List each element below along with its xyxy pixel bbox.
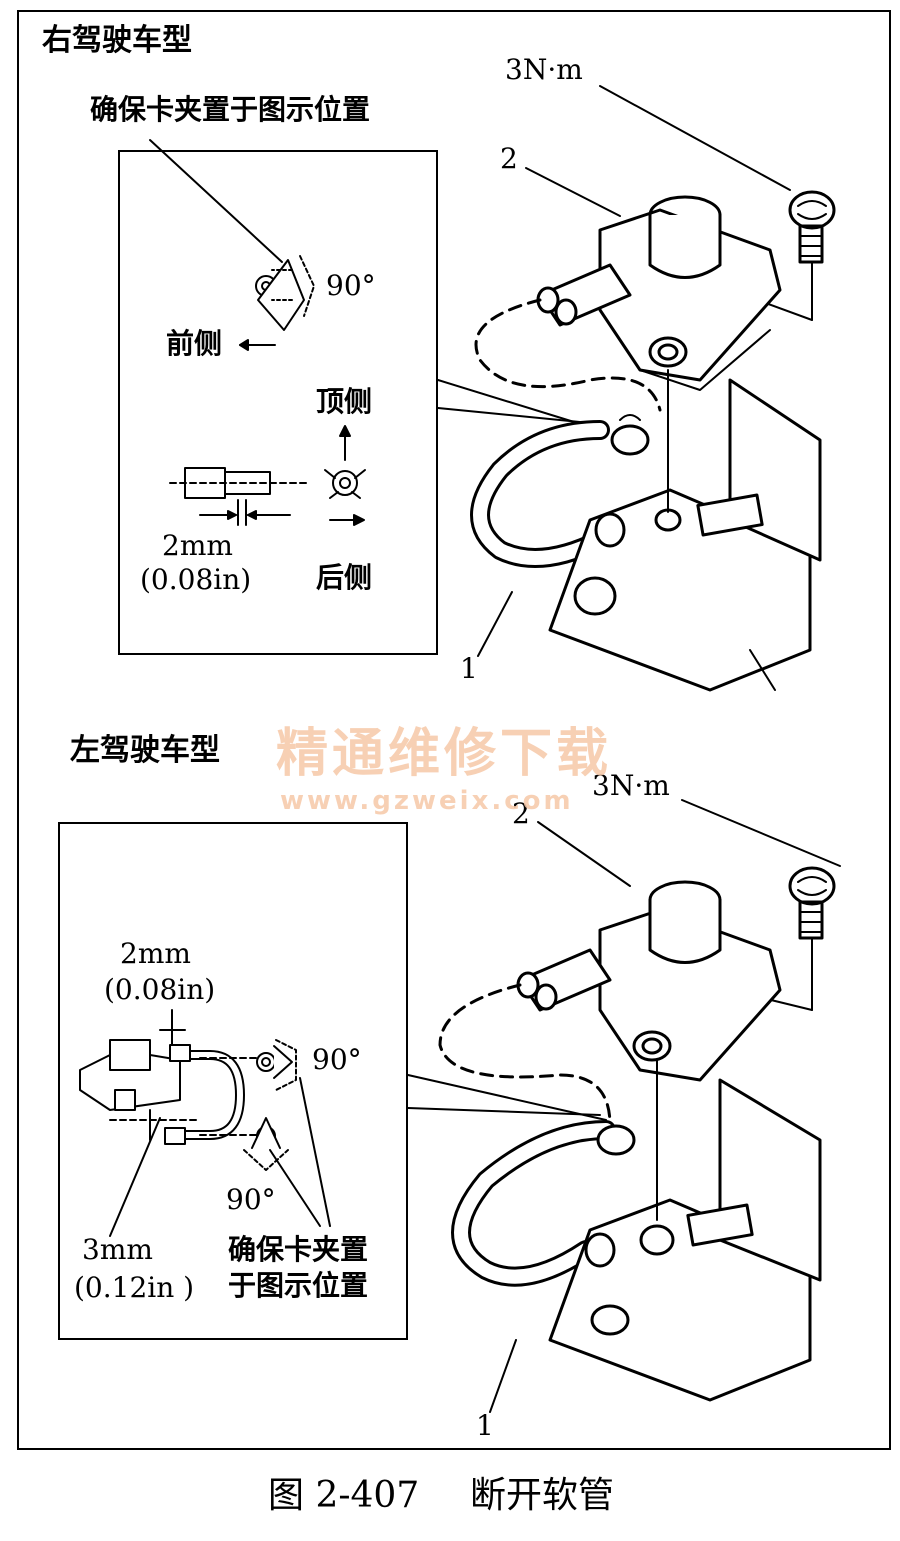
top-torque-label: 3N·m (505, 53, 583, 86)
top-valve-icon (536, 195, 782, 391)
bottom-dim-bot-mm: 3mm (82, 1233, 153, 1266)
top-pipe-dimension-icon (169, 467, 311, 526)
top-detail-box (118, 150, 438, 655)
bottom-callout-2: 2 (512, 797, 530, 830)
bottom-callout-1-leader (489, 1339, 517, 1413)
caption-number: 图 2-407 (268, 1475, 420, 1516)
watermark-url: www.gzweix.com (280, 786, 574, 816)
top-torque-leader (599, 85, 791, 191)
bottom-dim-top-in: (0.08in) (104, 973, 216, 1006)
bottom-dim-top-mm: 2mm (120, 937, 191, 970)
top-box-leader-2 (437, 407, 601, 425)
bottom-hose-icon (451, 1120, 636, 1287)
top-hose-icon (470, 414, 650, 568)
top-callout-2-leader (525, 167, 621, 217)
bottom-box-leader-2 (407, 1107, 601, 1116)
top-clip-note: 确保卡夹置于图示位置 (90, 93, 371, 126)
bottom-canister-icon (548, 1059, 822, 1402)
top-callout-1: 1 (460, 652, 478, 685)
top-note-leader (149, 139, 283, 263)
bottom-dim-bot-in: (0.12in ) (74, 1271, 195, 1304)
watermark-cn: 精通维修下载 (276, 724, 613, 784)
bottom-note-leader-1 (299, 1077, 331, 1227)
top-screw-icon (729, 190, 836, 321)
bottom-clip-a-icon (256, 1039, 297, 1091)
bottom-dim-leader (109, 1117, 161, 1237)
top-heading: 右驾驶车型 (42, 23, 192, 58)
top-rear-label: 后侧 (316, 561, 373, 594)
top-topside-label: 顶侧 (316, 385, 373, 418)
top-angle-label: 90° (326, 269, 376, 302)
bottom-callout-2-leader (537, 821, 631, 887)
top-orientation-icon (324, 425, 366, 526)
bottom-torque-leader (681, 799, 841, 867)
top-canister-icon (548, 369, 822, 692)
bottom-detail-box (58, 822, 408, 1340)
bottom-note-leader-2 (269, 1149, 321, 1227)
bottom-hose-dashed (438, 983, 612, 1127)
figure-frame (17, 10, 891, 1450)
top-callout-1-leader (477, 591, 513, 657)
bottom-valve-icon (516, 880, 782, 1082)
bottom-angle-a: 90° (312, 1043, 362, 1076)
bottom-clip-note-line1: 确保卡夹置 (228, 1233, 369, 1266)
bottom-callout-1: 1 (476, 1409, 494, 1442)
top-hose-dashed (474, 298, 662, 412)
bottom-angle-b: 90° (226, 1183, 276, 1216)
caption-title: 断开软管 (470, 1475, 615, 1516)
bottom-heading: 左驾驶车型 (70, 733, 220, 768)
top-dim-mm: 2mm (162, 529, 233, 562)
bottom-detail-valve-icon (79, 1009, 261, 1145)
top-callout-2: 2 (500, 142, 518, 175)
bottom-clip-b-icon (243, 1117, 289, 1171)
top-dim-in: (0.08in) (140, 563, 252, 596)
bottom-torque-label: 3N·m (592, 769, 670, 802)
top-front-label: 前侧 (166, 327, 223, 360)
bottom-clip-note-line2: 于图示位置 (228, 1269, 369, 1302)
bottom-box-leader-1 (407, 1074, 607, 1121)
top-clip-detail-icon (239, 255, 315, 351)
